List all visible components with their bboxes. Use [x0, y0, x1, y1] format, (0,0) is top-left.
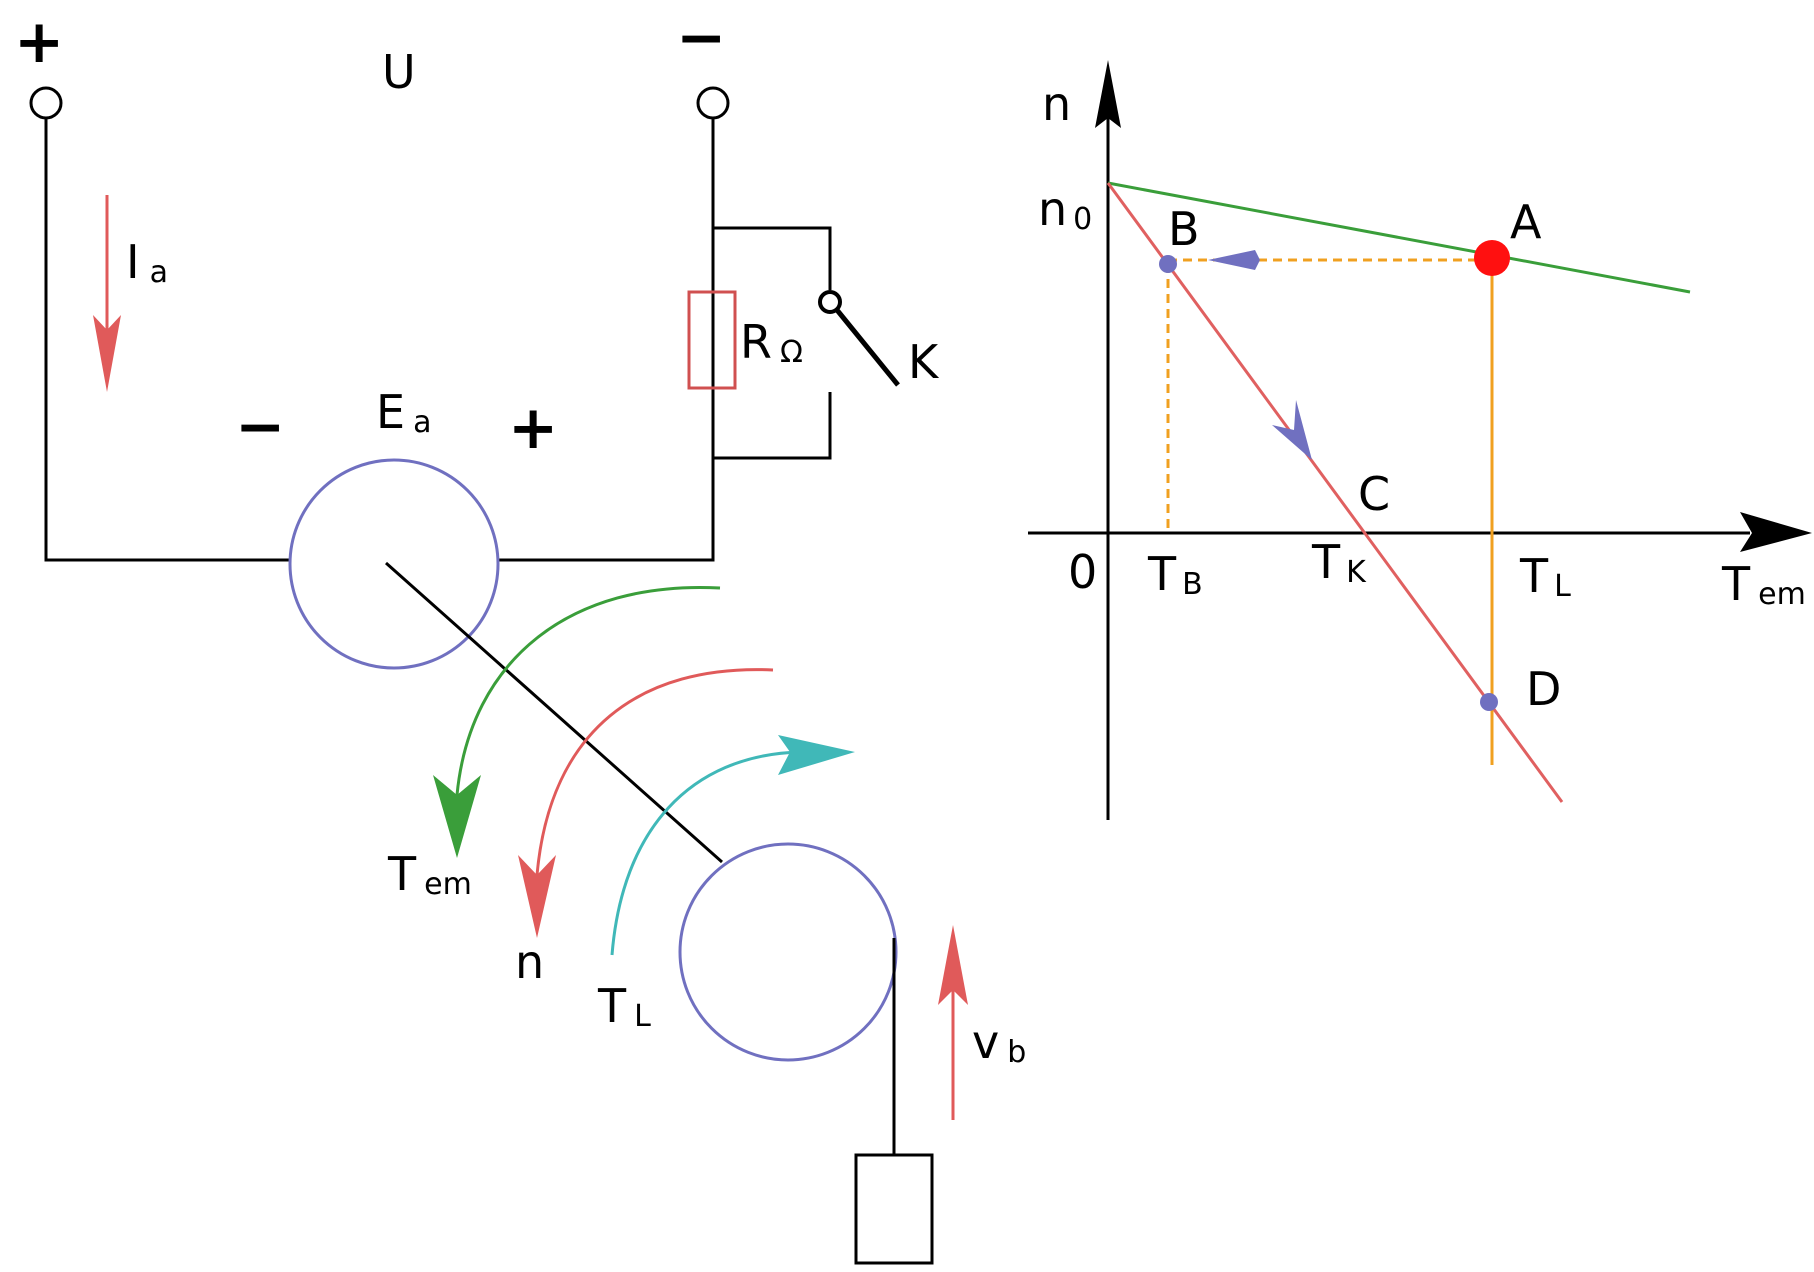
resistor [687, 290, 737, 390]
terminal-plus[interactable] [29, 86, 63, 120]
torque-em-arrow-curve [455, 585, 721, 796]
speed-label: n [515, 935, 544, 989]
emf-plus-sign: + [508, 393, 558, 463]
origin-label: 0 [1068, 545, 1097, 599]
right-wire [498, 118, 715, 562]
point-B-label: B [1168, 202, 1200, 256]
point-D [1480, 693, 1498, 711]
switch-blade[interactable] [835, 308, 900, 387]
voltage-label: U [382, 45, 416, 99]
y-axis-arrow [1095, 60, 1121, 128]
point-A-label: A [1510, 195, 1542, 249]
natural-characteristic-line [1107, 181, 1691, 294]
torque-em-arrow-head [433, 775, 481, 858]
point-C-label: C [1358, 467, 1390, 521]
motor-armature [288, 458, 500, 670]
speed-arrow-head [518, 855, 556, 938]
braking-direction-arrow [1272, 400, 1312, 460]
y-axis-label: n [1042, 77, 1071, 131]
emf-minus-sign: − [235, 392, 285, 462]
terminal-plus-sign: + [14, 7, 64, 77]
switch-label: K [908, 335, 940, 389]
pulley [678, 842, 898, 1062]
switch-bottom-wire [713, 392, 832, 460]
terminal-minus[interactable] [696, 86, 730, 120]
load-torque-arrow-head [778, 735, 855, 775]
terminal-minus-sign: − [676, 3, 726, 73]
x-axis-arrow [1740, 512, 1812, 552]
current-arrow-head [93, 315, 121, 392]
speed-arrow-curve [535, 668, 774, 876]
switch-top-wire [713, 226, 832, 290]
point-B [1159, 255, 1177, 273]
left-wire [44, 118, 290, 562]
point-D-label: D [1526, 662, 1561, 716]
shaft [385, 561, 723, 864]
switch-pivot [818, 290, 842, 314]
load-weight [854, 1153, 934, 1265]
point-A [1474, 240, 1510, 276]
velocity-arrow-head [938, 925, 968, 1005]
guide-direction-arrow [1208, 250, 1260, 270]
load-torque-arrow-curve [610, 750, 801, 956]
